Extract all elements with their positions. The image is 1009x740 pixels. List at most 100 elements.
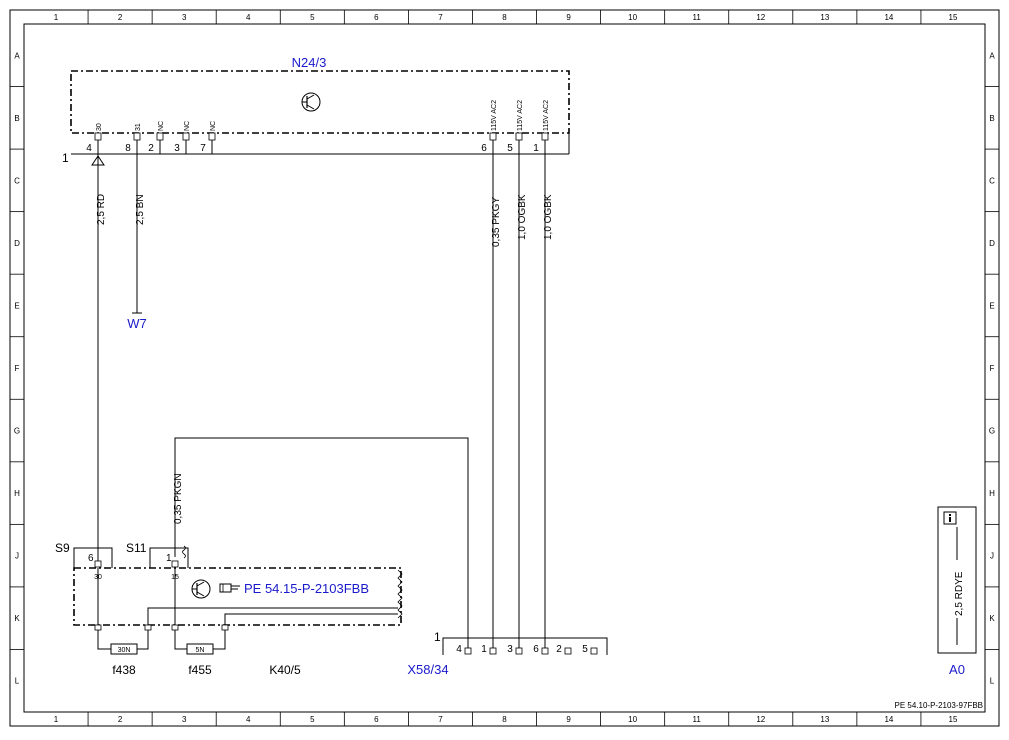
grid-column-label: 9 — [566, 715, 571, 724]
grid-column-label: 1 — [54, 13, 59, 22]
grid-column-label: 8 — [502, 13, 507, 22]
pin-contact — [515, 132, 523, 141]
pin-contact — [133, 132, 141, 141]
fuse-f438-rating: 30N — [118, 647, 131, 654]
relay-transistor-icon — [191, 579, 211, 599]
grid-column-label: 4 — [246, 715, 251, 724]
grid-row-label: H — [14, 489, 20, 498]
grid-column-label: 5 — [310, 715, 315, 724]
grid-column-label: 9 — [566, 13, 571, 22]
grid-column-label: 14 — [884, 715, 893, 724]
pin-function: NC — [158, 121, 165, 131]
grid-column-label: 12 — [756, 715, 765, 724]
grid-row-label: F — [990, 364, 995, 373]
pin-function: 30 — [96, 123, 103, 131]
pin-contact — [156, 132, 164, 141]
grid-column-label: 7 — [438, 715, 443, 724]
grid-row-label: A — [14, 51, 20, 60]
grid-column-label: 4 — [246, 13, 251, 22]
grid-row-label: E — [989, 301, 994, 310]
grid-column-label: 8 — [502, 715, 507, 724]
n24-corner-label: 1 — [62, 151, 69, 165]
pin-number: 4 — [86, 143, 92, 154]
x58-pin-number: 6 — [533, 644, 539, 655]
k40-label: K40/5 — [269, 663, 301, 677]
grid-row-label: C — [14, 176, 20, 185]
grid-column-label: 12 — [756, 13, 765, 22]
x58-pin-number: 4 — [456, 644, 462, 655]
grid-column-label: 15 — [949, 13, 958, 22]
grid-row-label: L — [15, 677, 20, 686]
grid-row-label: B — [14, 114, 19, 123]
pin-function: NC — [210, 121, 217, 131]
a0-wire-label: 2,5 RDYE — [954, 571, 965, 616]
fuse-f438 — [94, 624, 152, 655]
w7-label: W7 — [127, 316, 147, 331]
s11-label: S11 — [126, 541, 147, 555]
pin-number: 3 — [174, 143, 180, 154]
wire-label-ogbk-2: 1,0 OGBK — [543, 194, 554, 240]
wire-label-ogbk-1: 1,0 OGBK — [517, 194, 528, 240]
grid-row-label: A — [989, 51, 995, 60]
k40-bus-upper — [147, 607, 398, 627]
pin-contact — [94, 132, 102, 141]
grid-column-label: 13 — [820, 13, 829, 22]
wire-label-pkgn: 0,35 PKGN — [173, 473, 184, 524]
grid-marks: 1122334455667788991010111112121313141415… — [10, 10, 999, 726]
grid-column-label: 6 — [374, 715, 379, 724]
x58-pin-contact — [541, 647, 549, 655]
n24-label: N24/3 — [292, 55, 327, 70]
pin-number: 7 — [200, 143, 206, 154]
grid-row-label: B — [989, 114, 994, 123]
x58-pin-number: 2 — [556, 644, 562, 655]
x58-label: X58/34 — [407, 662, 448, 677]
pin-function: NC — [184, 121, 191, 131]
k40-reference-link[interactable]: PE 54.15-P-2103FBB — [244, 581, 369, 596]
pin-number: 6 — [481, 143, 487, 154]
x58-pin-number: 3 — [507, 644, 513, 655]
grid-column-label: 15 — [949, 715, 958, 724]
pin-contact — [541, 132, 549, 141]
grid-column-label: 14 — [884, 13, 893, 22]
grid-column-label: 2 — [118, 13, 123, 22]
pin-function: 115V AC2 — [491, 100, 498, 131]
x58-pin-contact — [489, 647, 497, 655]
x58-pin-contact — [515, 647, 523, 655]
s11-contact — [171, 560, 179, 568]
k40-housing — [73, 567, 402, 626]
grid-column-label: 10 — [628, 715, 637, 724]
pin-contact — [489, 132, 497, 141]
grid-row-label: J — [990, 552, 994, 561]
x58-pin-contact — [564, 647, 572, 655]
grid-row-label: G — [14, 427, 20, 436]
grid-row-label: E — [14, 301, 19, 310]
grid-column-label: 13 — [820, 715, 829, 724]
n24-housing — [70, 70, 570, 134]
s11-plug — [149, 547, 189, 568]
grid-column-label: 10 — [628, 13, 637, 22]
document-id: PE 54.10-P-2103-97FBB — [895, 701, 984, 710]
wire-pkgn — [174, 437, 469, 649]
grid-row-label: K — [989, 614, 995, 623]
pin-function: 31 — [135, 123, 142, 131]
pin-contact — [208, 132, 216, 141]
wire-label-rd: 2,5 RD — [96, 194, 107, 225]
grid-column-label: 1 — [54, 715, 59, 724]
pin-number: 8 — [125, 143, 131, 154]
x58-pin-number: 1 — [481, 644, 487, 655]
grid-row-label: F — [15, 364, 20, 373]
fuse-f455-rating: 5N — [196, 647, 205, 654]
grid-row-label: L — [990, 677, 995, 686]
grid-column-label: 7 — [438, 13, 443, 22]
info-icon — [943, 511, 957, 525]
grid-column-label: 5 — [310, 13, 315, 22]
a0-box — [937, 506, 977, 654]
a0-label: A0 — [949, 662, 965, 677]
pin-number: 5 — [507, 143, 513, 154]
pin-number: 2 — [148, 143, 154, 154]
grid-column-label: 3 — [182, 13, 187, 22]
grid-row-label: D — [14, 239, 20, 248]
